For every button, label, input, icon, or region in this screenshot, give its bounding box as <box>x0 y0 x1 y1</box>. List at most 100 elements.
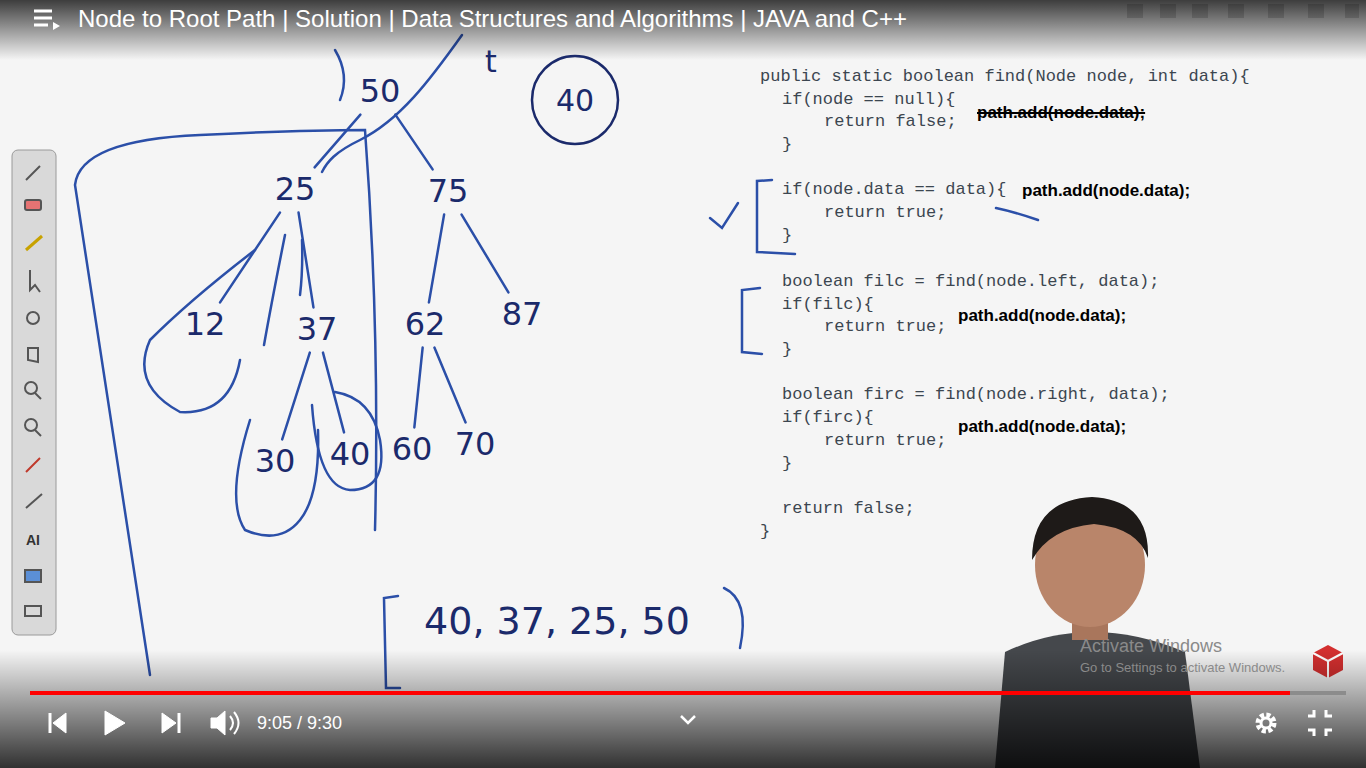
toolbar-icons <box>25 166 42 616</box>
player-controls <box>50 710 1332 736</box>
tree-node: 87 <box>498 295 547 334</box>
pen-stroke <box>264 235 285 345</box>
watermark: Go to Settings to activate Windows. <box>1080 661 1285 676</box>
marker-icon <box>26 236 42 250</box>
tree-branch <box>434 348 465 423</box>
code-line: if(node.data == data){ <box>782 180 1006 200</box>
tree-node: 25 <box>271 170 320 209</box>
code-line: } <box>782 135 792 155</box>
toolbar-icon-label: AI <box>26 532 40 548</box>
settings-button <box>1258 715 1274 731</box>
code-line: return false; <box>782 499 915 519</box>
toolbar-icon <box>1228 4 1244 18</box>
tree-node: 62 <box>401 305 450 344</box>
node-value: 30 <box>255 444 296 479</box>
eraser-icon <box>25 200 41 210</box>
pen-stroke <box>75 130 376 675</box>
toolbar-icon <box>1127 4 1143 18</box>
controls-bar <box>0 650 1366 768</box>
code-line: return false; <box>824 112 957 132</box>
code-line: if(firc){ <box>782 408 874 428</box>
pen-stroke <box>335 50 344 100</box>
result-bracket <box>384 596 400 688</box>
channel-logo <box>1313 645 1343 678</box>
node-value: 40 <box>556 84 594 117</box>
tree-branch <box>315 115 361 168</box>
tree-node: 75 <box>424 172 473 211</box>
code-annotation: path.add(node.data); <box>1022 181 1190 201</box>
chevron-button <box>681 716 695 723</box>
circle-outline <box>532 56 618 144</box>
volume-button <box>230 712 239 734</box>
menu-icon-lines <box>34 11 52 25</box>
toolbar-panel <box>12 150 56 635</box>
laser-icon <box>26 458 40 472</box>
code-line: return true; <box>824 317 946 337</box>
result-bracket <box>724 588 743 648</box>
tree-node: 60 <box>388 430 437 469</box>
traversal-strokes <box>75 35 1038 688</box>
tree-branch <box>462 215 509 293</box>
presenter <box>995 497 1200 768</box>
prev-button <box>53 713 66 733</box>
code-line: } <box>782 454 792 474</box>
progress-track <box>30 691 1346 695</box>
toolbar-icon <box>1160 4 1176 18</box>
presenter-neck <box>1072 600 1108 640</box>
tree-branch <box>429 215 444 303</box>
progress-played <box>30 691 1290 695</box>
zoom-in-icon <box>25 382 37 394</box>
pen-stroke <box>322 35 462 172</box>
menu-play-mark <box>53 22 60 30</box>
node-value: 50 <box>360 74 401 109</box>
presenter-hair <box>1032 497 1148 560</box>
next-button <box>178 713 181 733</box>
prev-button <box>49 713 52 733</box>
circled-value: 40 <box>529 54 621 146</box>
video-title: Node to Root Path | Solution | Data Stru… <box>78 5 907 33</box>
tree-node: 12 <box>181 305 230 344</box>
code-line: boolean firc = find(node.right, data); <box>782 385 1170 405</box>
play-button <box>105 711 125 735</box>
video-time: 9:05 / 9:30 <box>257 713 342 734</box>
settings-button <box>1261 718 1271 728</box>
node-value: 62 <box>405 307 446 342</box>
logo-shape <box>1313 653 1343 678</box>
top-right-toolbar <box>1127 4 1359 18</box>
toolbar-icon <box>1268 4 1284 18</box>
tree-branch <box>323 353 344 433</box>
tree-node: 70 <box>451 425 500 464</box>
fullscreen-exit-button <box>1308 710 1332 736</box>
toolbar-icon <box>1345 4 1359 18</box>
code-line: if(filc){ <box>782 295 874 315</box>
pen-stroke <box>300 240 302 295</box>
left-toolbar <box>12 150 56 635</box>
tree-branch <box>414 348 422 428</box>
node-value: 60 <box>392 432 433 467</box>
code-line: public static boolean find(Node node, in… <box>760 67 1250 87</box>
menu-icon <box>34 11 52 25</box>
code-line: if(node == null){ <box>782 90 955 110</box>
code-annotation: path.add(node.data); <box>958 417 1126 437</box>
code-line: } <box>782 226 792 246</box>
next-button <box>162 713 176 733</box>
pen-stroke <box>312 392 381 490</box>
toolbar-icon <box>1308 4 1324 18</box>
pen-stroke <box>144 250 255 412</box>
tree-branch <box>395 115 432 170</box>
node-value: 75 <box>428 174 469 209</box>
code-line: boolean filc = find(node.left, data); <box>782 272 1159 292</box>
tree-node: 50 <box>356 72 405 111</box>
keyboard-icon <box>25 606 41 616</box>
line-icon <box>26 494 42 508</box>
code-bracket <box>742 288 762 354</box>
tool-icon <box>27 312 39 324</box>
code-line: return true; <box>824 431 946 451</box>
code-line: } <box>782 340 792 360</box>
capture-icon <box>25 570 41 582</box>
code-line: return true; <box>824 203 946 223</box>
toolbar-icon <box>1192 4 1208 18</box>
code-line: } <box>760 522 770 542</box>
zoom-in-icon <box>35 393 41 399</box>
